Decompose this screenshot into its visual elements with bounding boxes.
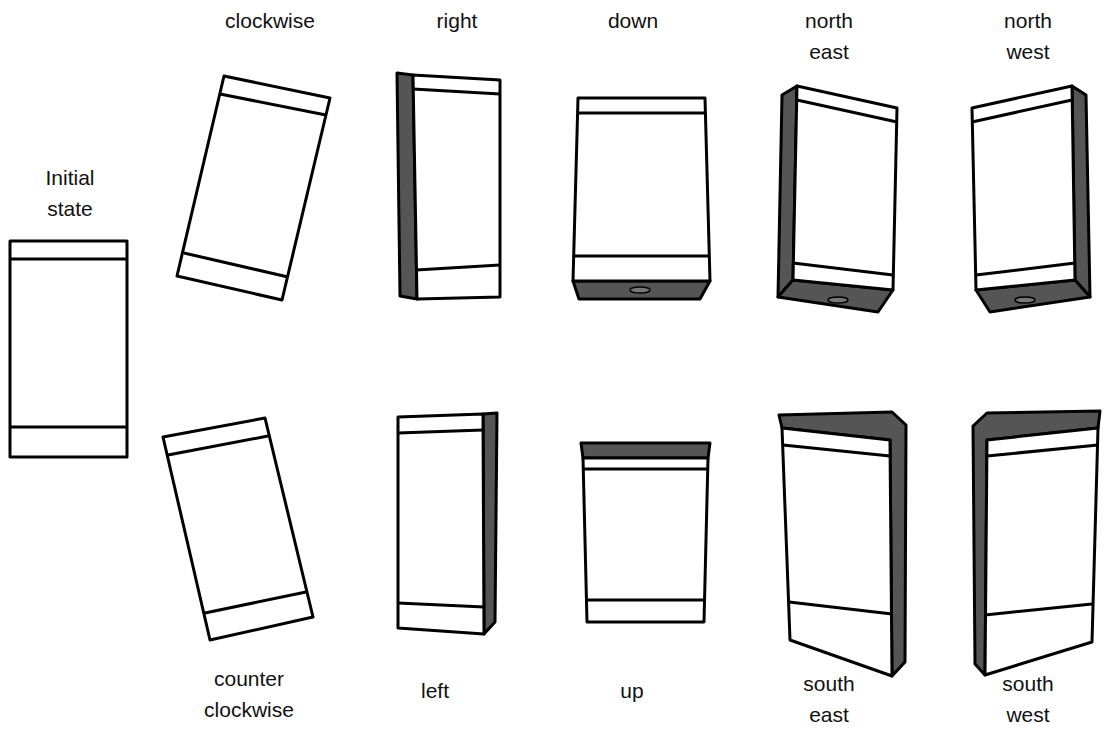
view-label: counter clockwise xyxy=(189,663,309,725)
view-label: south east xyxy=(792,668,867,729)
phone-initial xyxy=(10,241,127,457)
phone-south-west xyxy=(973,411,1100,675)
phone-up xyxy=(581,443,710,622)
phone-counter-clockwise xyxy=(163,418,313,640)
view-label: clockwise xyxy=(190,5,350,36)
view-label: down xyxy=(573,5,693,36)
view-label: south west xyxy=(991,668,1066,729)
phone-north-east xyxy=(778,86,897,312)
view-label: right xyxy=(397,5,517,36)
phone-south-east xyxy=(779,412,906,676)
phone-right xyxy=(397,73,500,299)
view-label: left xyxy=(375,675,495,706)
phone-north-west xyxy=(972,86,1090,312)
view-label: north west xyxy=(991,5,1066,67)
view-label: Initial state xyxy=(25,162,115,224)
phone-clockwise xyxy=(177,76,330,300)
phone-down xyxy=(573,98,710,299)
view-label: north east xyxy=(792,5,867,67)
view-label: up xyxy=(572,675,692,706)
phone-left xyxy=(398,413,497,634)
